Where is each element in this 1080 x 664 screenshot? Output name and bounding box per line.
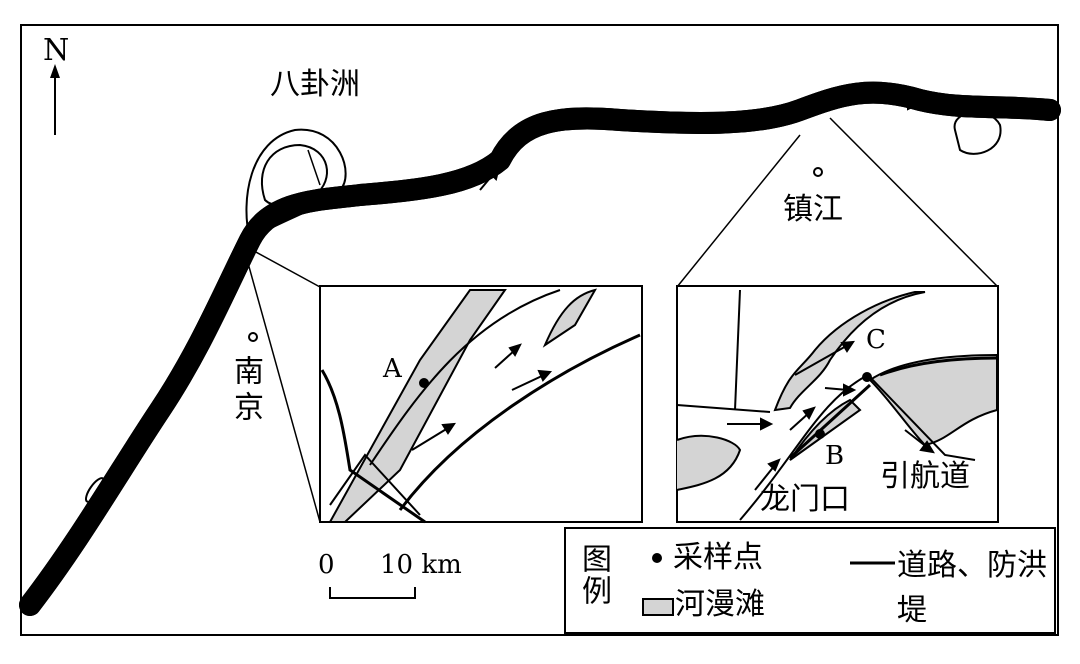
label-nanjing: 南京 xyxy=(228,355,263,427)
label-point-c: C xyxy=(866,325,886,355)
label-point-b: B xyxy=(825,441,845,471)
legend-floodplain-icon xyxy=(642,598,674,616)
label-bagua-island: 八卦洲 xyxy=(270,67,360,102)
map-frame xyxy=(20,24,1059,636)
north-label: N xyxy=(43,33,70,68)
label-longmenkou: 龙门口 xyxy=(760,482,850,517)
sample-point-a xyxy=(419,378,429,388)
label-point-a: A xyxy=(383,354,402,384)
scale-bar xyxy=(329,587,416,599)
sample-point-b xyxy=(815,429,825,439)
scale-ten-km: 10 km xyxy=(380,550,462,580)
label-zhenjiang: 镇江 xyxy=(783,192,843,227)
sample-point-c xyxy=(862,372,872,382)
inset-nanjing xyxy=(319,285,643,524)
label-channel: 引航道 xyxy=(880,459,970,494)
legend-road-label: 道路、防洪堤 xyxy=(897,548,1047,628)
legend-floodplain-label: 河漫滩 xyxy=(675,587,765,622)
legend-sample-point-label: 采样点 xyxy=(673,540,763,575)
scale-zero: 0 xyxy=(318,550,335,580)
legend-sample-point-icon xyxy=(652,553,662,563)
legend-title: 图例 xyxy=(576,543,611,607)
inset-zhenjiang xyxy=(676,285,999,523)
